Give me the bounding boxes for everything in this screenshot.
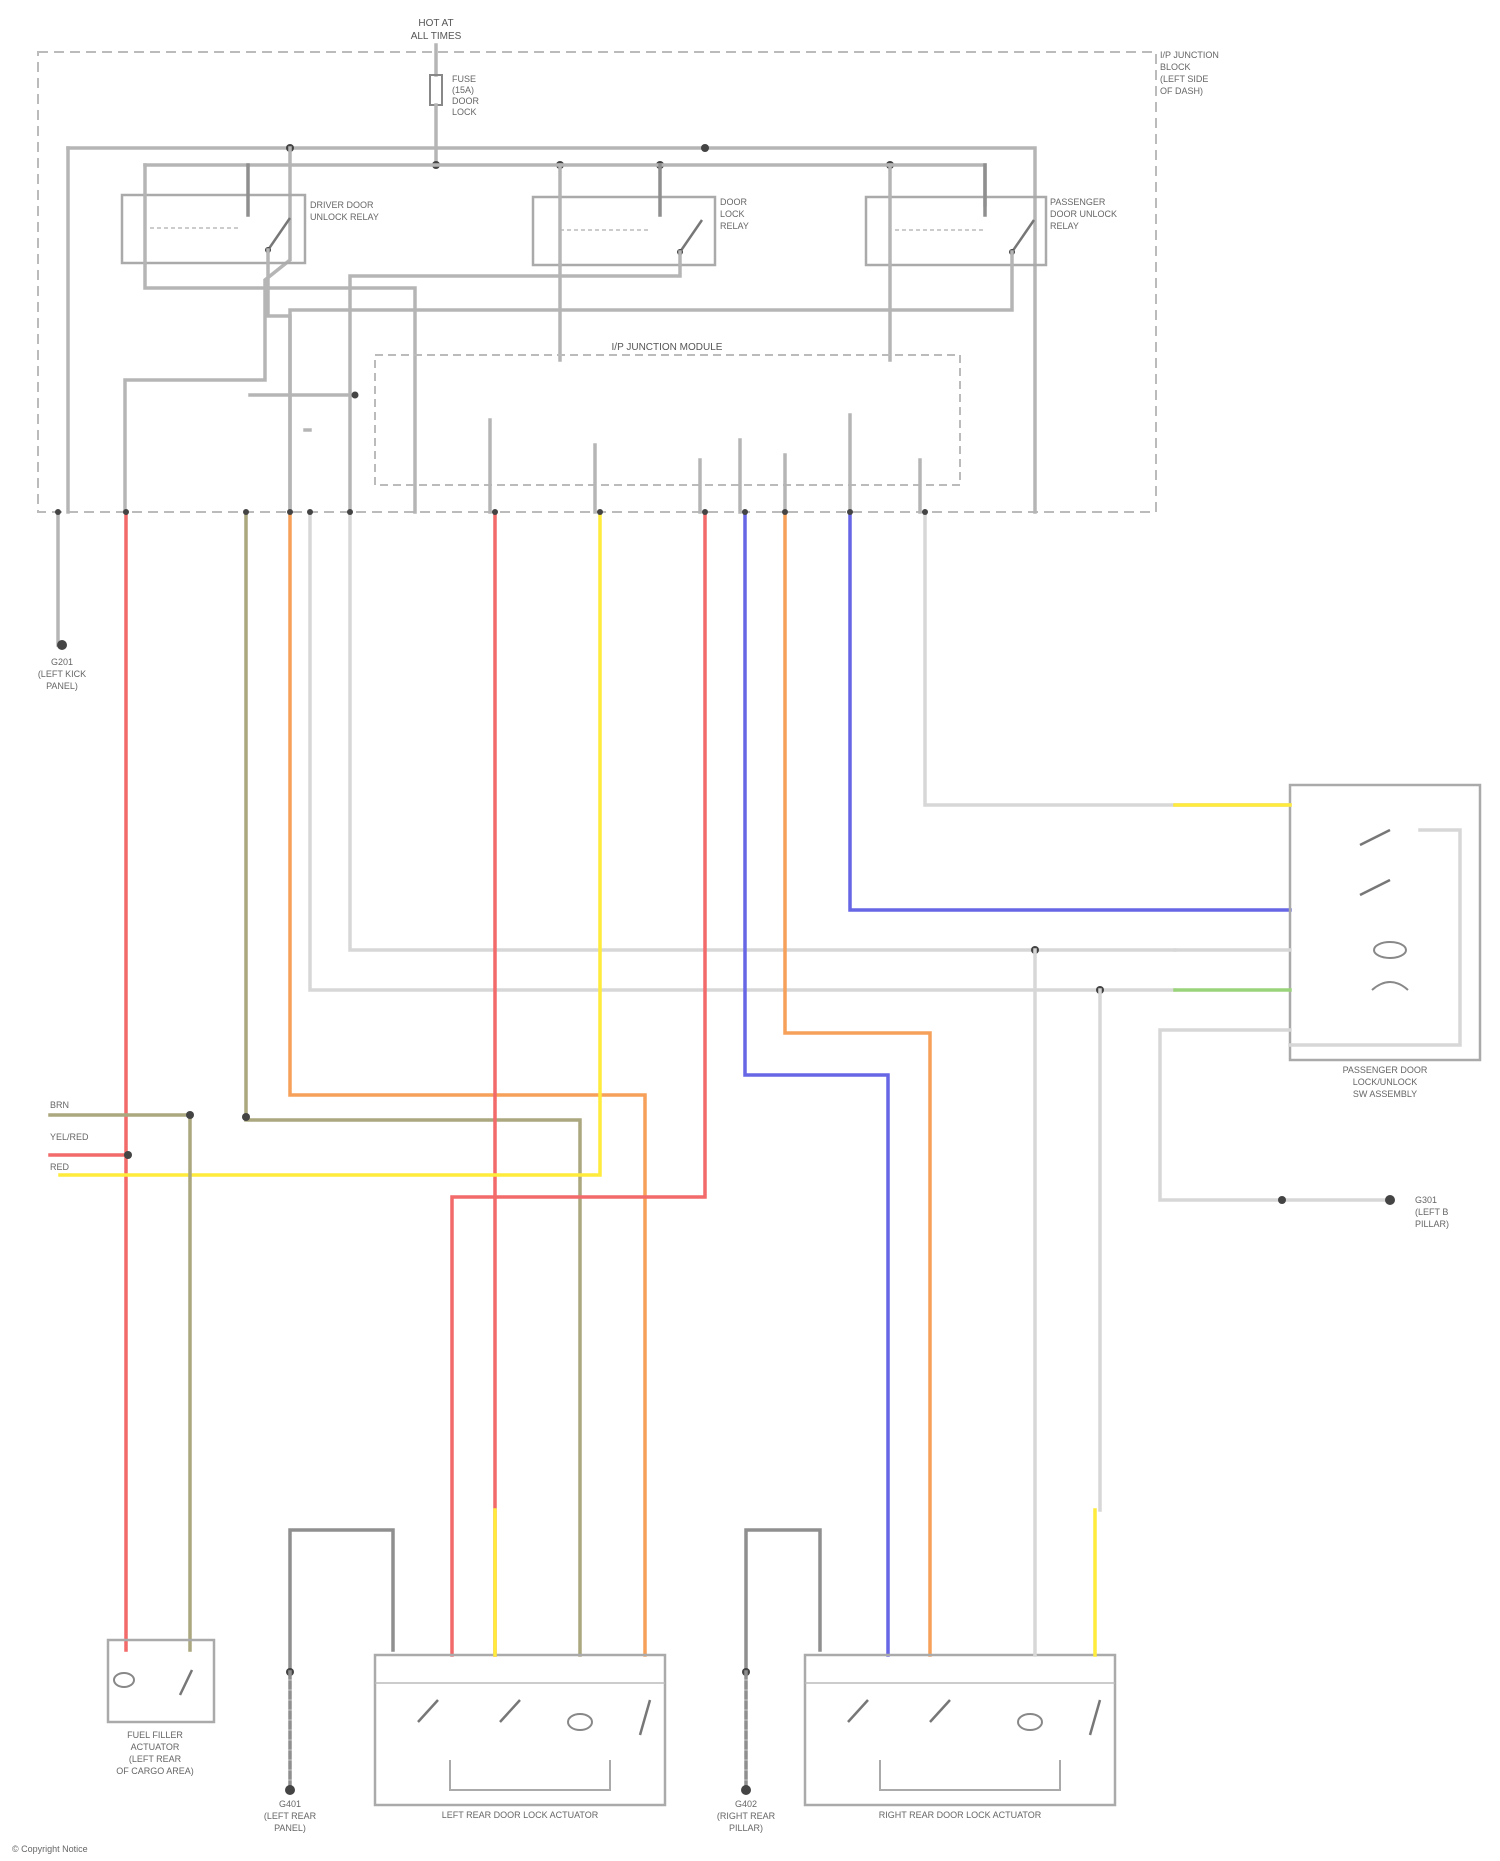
svg-text:YEL/RED: YEL/RED	[50, 1132, 89, 1142]
svg-text:G402: G402	[735, 1799, 757, 1809]
fuel-actuator-line1: FUEL FILLER	[127, 1730, 183, 1740]
ground-right-line2: (LEFT B	[1415, 1207, 1448, 1217]
left-ground-wire: G201 (LEFT KICK PANEL)	[38, 512, 86, 691]
left-rear-door-lock-actuator: LEFT REAR DOOR LOCK ACTUATOR	[375, 1510, 665, 1820]
passenger-assembly-line3: SW ASSEMBLY	[1353, 1089, 1417, 1099]
svg-text:G401: G401	[279, 1799, 301, 1809]
svg-text:BLOCK: BLOCK	[1160, 62, 1191, 72]
fuse-line4: LOCK	[452, 107, 477, 117]
relay1-line1: DRIVER DOOR	[310, 200, 374, 210]
ground-left-line2: (LEFT KICK	[38, 669, 86, 679]
gray-wire-2	[350, 512, 1175, 950]
footer-text: © Copyright Notice	[12, 1844, 88, 1854]
power-source-line2: ALL TIMES	[411, 31, 462, 42]
svg-text:OF DASH): OF DASH)	[1160, 86, 1203, 96]
fuel-actuator-line3: (LEFT REAR	[129, 1754, 182, 1764]
orange-wire-1	[290, 512, 645, 1655]
svg-text:(LEFT REAR: (LEFT REAR	[264, 1811, 317, 1821]
yellow-wire	[60, 512, 600, 1175]
lr-actuator-label: LEFT REAR DOOR LOCK ACTUATOR	[442, 1810, 599, 1820]
svg-text:I/P JUNCTION: I/P JUNCTION	[1160, 50, 1219, 60]
ground-right-line1: G301	[1415, 1195, 1437, 1205]
lower-left-bus: BRN YEL/RED RED	[50, 1100, 250, 1650]
svg-text:PILLAR): PILLAR)	[729, 1823, 763, 1833]
ground-left-line3: PANEL)	[46, 681, 78, 691]
passenger-assembly-line2: LOCK/UNLOCK	[1353, 1077, 1418, 1087]
tan-wire	[246, 512, 580, 1655]
fuse-line3: DOOR	[452, 96, 480, 106]
fuse-line1: FUSE	[452, 74, 476, 84]
right-rear-door-lock-actuator: RIGHT REAR DOOR LOCK ACTUATOR	[805, 950, 1115, 1820]
ground-right-line3: PILLAR)	[1415, 1219, 1449, 1229]
fuel-filler-actuator: FUEL FILLER ACTUATOR (LEFT REAR OF CARGO…	[108, 1640, 214, 1776]
relay3-line3: RELAY	[1050, 221, 1079, 231]
relay3-line2: DOOR UNLOCK	[1050, 209, 1117, 219]
svg-text:BRN: BRN	[50, 1100, 69, 1110]
relay3-line1: PASSENGER	[1050, 197, 1106, 207]
passenger-assembly-line1: PASSENGER DOOR	[1343, 1065, 1428, 1075]
relay2-line3: RELAY	[720, 221, 749, 231]
fuse-line2: (15A)	[452, 85, 474, 95]
module-title: I/P JUNCTION MODULE	[612, 342, 723, 353]
junction-block-frame	[38, 52, 1156, 512]
orange-wire-2	[785, 512, 930, 1655]
relay1-line2: UNLOCK RELAY	[310, 212, 379, 222]
blue-wire-1	[745, 512, 888, 1655]
ground-left-line1: G201	[51, 657, 73, 667]
driver-door-unlock-relay: DRIVER DOOR UNLOCK RELAY	[122, 165, 415, 512]
svg-text:RED: RED	[50, 1162, 70, 1172]
svg-text:PANEL): PANEL)	[274, 1823, 306, 1833]
relay2-line1: DOOR	[720, 197, 748, 207]
ip-junction-module: I/P JUNCTION MODULE	[250, 342, 960, 512]
power-source: HOT AT ALL TIMES	[411, 18, 462, 42]
rr-actuator-label: RIGHT REAR DOOR LOCK ACTUATOR	[879, 1810, 1042, 1820]
relay2-line2: LOCK	[720, 209, 745, 219]
fuel-actuator-line4: OF CARGO AREA)	[116, 1766, 194, 1776]
door-lock-relay: DOOR LOCK RELAY	[350, 165, 749, 512]
blue-wire-2	[850, 512, 1290, 910]
svg-text:(RIGHT REAR: (RIGHT REAR	[717, 1811, 776, 1821]
fuel-actuator-line2: ACTUATOR	[131, 1742, 180, 1752]
junction-block-label: I/P JUNCTION BLOCK (LEFT SIDE OF DASH)	[1160, 50, 1219, 96]
power-source-line1: HOT AT	[418, 18, 453, 29]
gray-wire-3	[925, 512, 1290, 805]
gray-wire-1	[310, 512, 1175, 990]
ground-lower-left: G401 (LEFT REAR PANEL)	[264, 1530, 393, 1833]
svg-text:(LEFT SIDE: (LEFT SIDE	[1160, 74, 1208, 84]
